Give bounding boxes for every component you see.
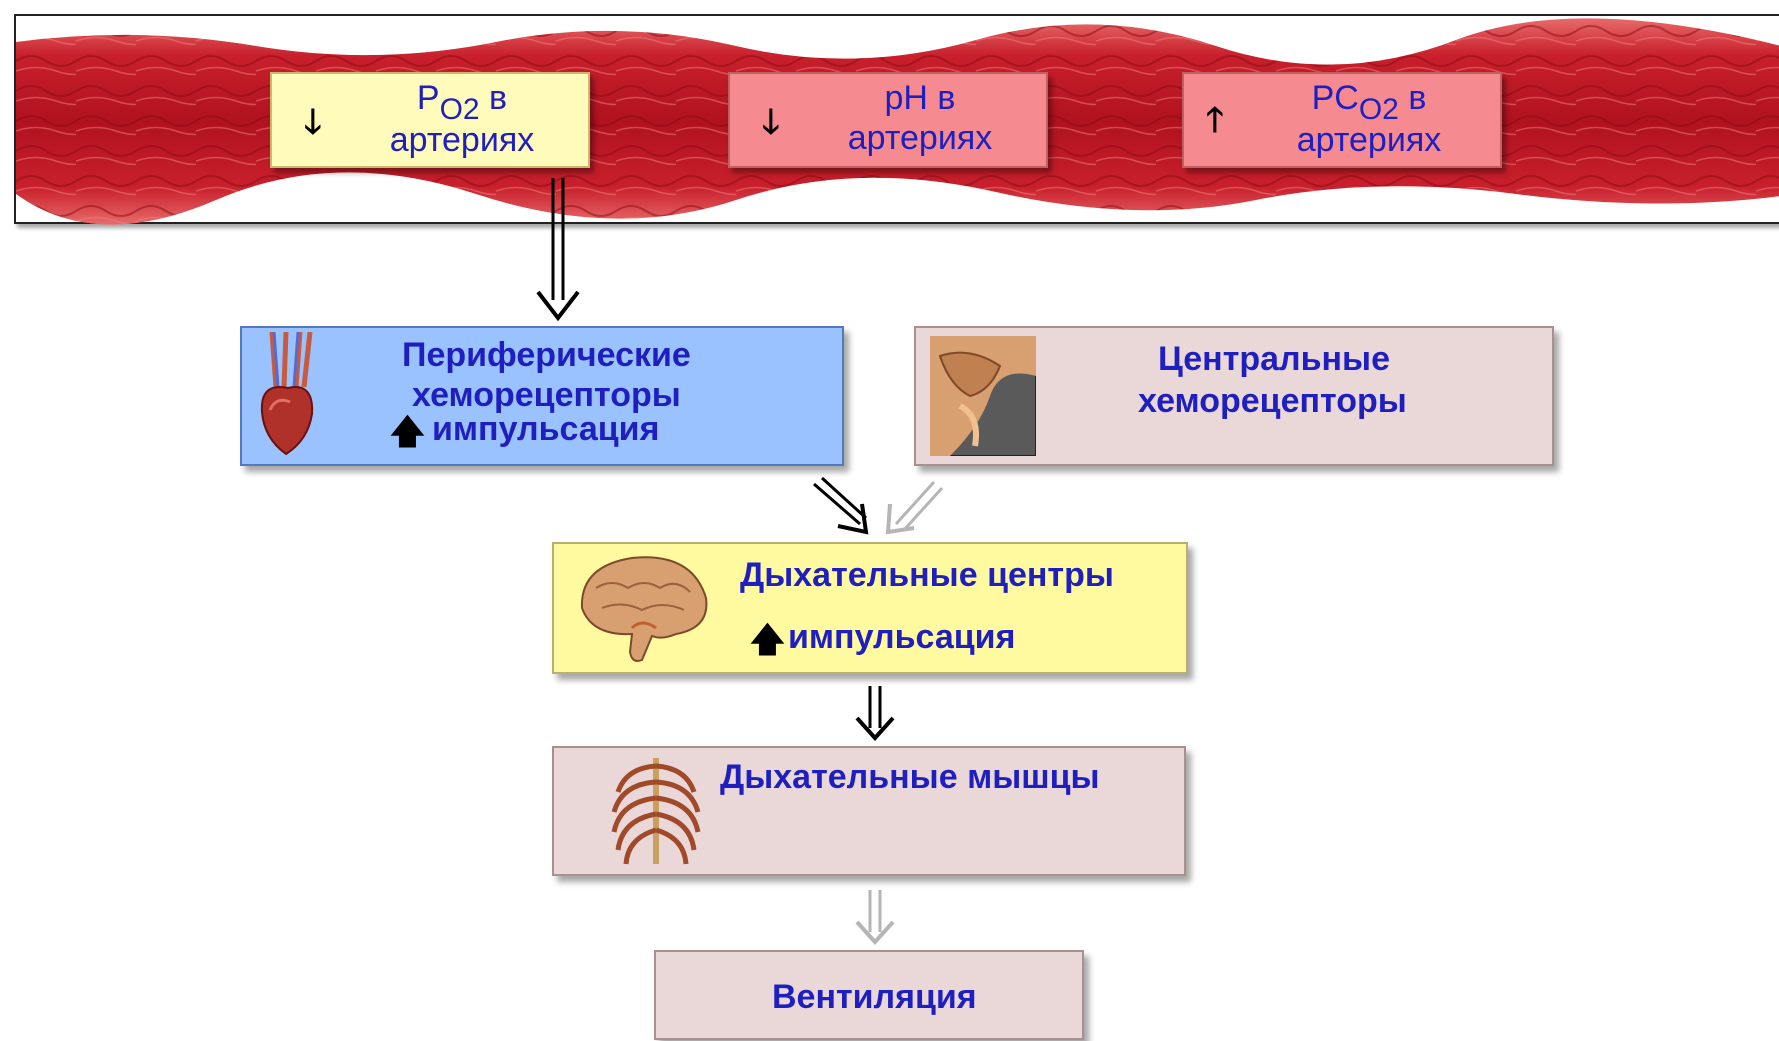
peripheral-chemoreceptors-box: Периферические хеморецепторы 🡅 импульсац… <box>240 326 844 466</box>
po2-suffix: в <box>480 79 508 117</box>
respiratory-muscles-title: Дыхательные мышцы <box>720 758 1100 797</box>
brain-icon <box>572 548 712 668</box>
down-arrow-icon: 🡓 <box>304 98 322 155</box>
po2-label-box: 🡓 PO2 в артериях <box>270 72 590 168</box>
central-chemoreceptors-box: Центральные хеморецепторы <box>914 326 1554 466</box>
pco2-line2: артериях <box>1297 121 1441 159</box>
peripheral-impulse-label: импульсация <box>432 410 659 449</box>
arrow-peripheral-to-centers <box>814 478 866 532</box>
central-title-line1: Центральные <box>1158 340 1390 379</box>
brainstem-icon <box>930 336 1036 456</box>
up-arrow-icon: 🡑 <box>1206 96 1224 153</box>
ph-suffix: в <box>928 79 956 117</box>
pco2-suffix: в <box>1399 79 1427 117</box>
down-arrow-icon: 🡓 <box>762 98 780 155</box>
ventilation-title: Вентиляция <box>772 978 977 1017</box>
up-arrow-icon: 🡅 <box>750 616 785 673</box>
arrow-centers-to-muscles <box>857 686 893 738</box>
arrow-muscles-to-ventilation <box>857 890 893 942</box>
pco2-subscript: O2 <box>1359 93 1399 126</box>
pco2-label-box: 🡑 PCO2 в артериях <box>1182 72 1502 168</box>
peripheral-title-line1: Периферические <box>402 336 691 375</box>
ph-line2: артериях <box>848 119 992 157</box>
pco2-prefix: PC <box>1312 79 1359 117</box>
po2-subscript: O2 <box>440 93 480 126</box>
heart-icon <box>252 332 322 457</box>
ribcage-icon <box>608 752 704 870</box>
respiratory-centers-title: Дыхательные центры <box>740 556 1114 595</box>
up-arrow-icon: 🡅 <box>390 408 425 465</box>
central-title-line2: хеморецепторы <box>1138 382 1407 421</box>
ph-prefix: pH <box>885 79 928 117</box>
ph-label-box: 🡓 pH в артериях <box>728 72 1048 168</box>
respiratory-muscles-box: Дыхательные мышцы <box>552 746 1186 876</box>
arrow-central-to-centers <box>888 482 942 532</box>
ventilation-box: Вентиляция <box>654 950 1084 1040</box>
respiratory-centers-box: Дыхательные центры 🡅 импульсация <box>552 542 1188 674</box>
po2-prefix: P <box>417 79 440 117</box>
respiratory-centers-impulse-label: импульсация <box>788 618 1015 657</box>
po2-line2: артериях <box>390 121 534 159</box>
